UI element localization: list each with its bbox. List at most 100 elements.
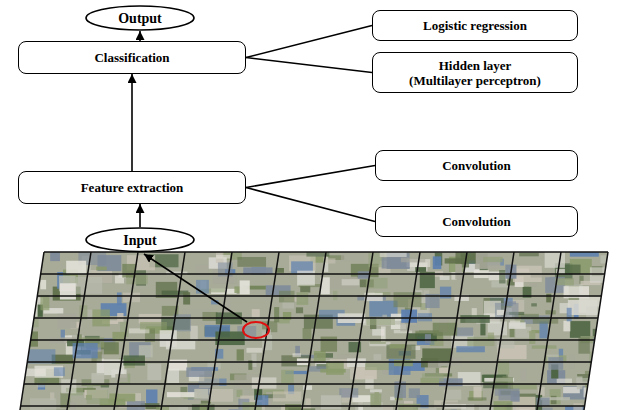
photo-patch: [594, 345, 607, 359]
method-box: Convolution: [375, 206, 578, 237]
photo-patch: [570, 321, 590, 338]
photo-patch: [160, 330, 177, 347]
photo-patch: [196, 280, 209, 294]
photo-patch: [109, 394, 135, 402]
photo-patch: [585, 371, 603, 375]
photo-patch: [557, 379, 572, 383]
photo-patch: [418, 408, 436, 410]
photo-patch: [533, 318, 558, 324]
grid-line: [255, 252, 279, 410]
process-box: Feature extraction: [18, 171, 246, 204]
photo-patch: [252, 377, 277, 388]
photo-patch: [498, 361, 509, 375]
grid-line: [21, 405, 585, 407]
photo-patch: [169, 407, 188, 410]
photo-patch: [555, 278, 574, 285]
aerial-photo: [20, 252, 608, 410]
photo-patch: [186, 367, 212, 376]
photo-patch: [499, 270, 505, 283]
photo-patch: [281, 370, 294, 384]
photo-patch: [529, 283, 538, 287]
node-label: Feature extraction: [81, 180, 184, 195]
grid-line: [443, 252, 467, 410]
photo-patch: [565, 265, 581, 275]
photo-patch: [147, 364, 161, 380]
method-box: Logistic regression: [372, 10, 578, 41]
photo-patch: [96, 267, 106, 271]
photo-patch: [274, 307, 279, 322]
photo-patch: [563, 321, 570, 332]
pointer-arrow: [144, 254, 247, 322]
photo-patch: [483, 257, 502, 262]
photo-patch: [398, 404, 420, 410]
grid-line: [20, 252, 44, 410]
photo-patch: [202, 312, 217, 321]
grid-line: [302, 252, 326, 410]
photo-patch: [612, 342, 626, 345]
connector: [246, 166, 375, 188]
photo-patch: [599, 325, 626, 333]
photo-patch: [568, 300, 597, 315]
photo-patch: [495, 303, 519, 319]
photo-patch: [548, 357, 563, 370]
grid-line: [349, 252, 373, 410]
photo-patch: [456, 346, 485, 352]
photo-patch: [293, 353, 301, 357]
photo-patch: [283, 312, 291, 320]
photo-patch: [460, 315, 489, 323]
photo-patch: [488, 333, 494, 341]
photo-patch: [401, 257, 425, 262]
grid-line: [41, 273, 605, 275]
ellipse-shape: [86, 228, 194, 252]
photo-patch: [350, 367, 364, 379]
photo-patch: [520, 369, 526, 381]
photo-patch: [321, 395, 341, 409]
photo-patch: [531, 303, 537, 306]
node-label: Convolution: [442, 158, 511, 173]
output-ellipse: Output: [85, 5, 195, 31]
photo-patch: [358, 271, 370, 278]
photo-patch: [433, 256, 442, 269]
photo-patch: [297, 292, 309, 304]
photo-patch: [54, 367, 65, 376]
photo-patch: [545, 310, 555, 314]
photo-patch: [594, 400, 611, 405]
photo-patch: [589, 402, 610, 410]
photo-patch: [76, 277, 102, 294]
node-label: Input: [123, 233, 156, 248]
photo-patch: [246, 348, 262, 353]
photo-patch: [509, 322, 526, 328]
connector: [139, 31, 141, 41]
photo-patch: [608, 268, 616, 282]
photo-patch: [456, 327, 473, 336]
connector: [246, 58, 372, 73]
photo-patch: [418, 313, 432, 321]
highlight-circle: [243, 322, 269, 338]
connector: [131, 74, 133, 171]
photo-patch: [146, 390, 157, 406]
photo-patch: [167, 392, 197, 397]
photo-patch: [305, 398, 310, 410]
photo-patch: [374, 354, 382, 360]
photo-patch: [66, 261, 86, 274]
grid-line: [114, 252, 138, 410]
photo-patch: [60, 283, 76, 299]
photo-patch: [588, 387, 611, 400]
photo-patch: [539, 321, 547, 338]
photo-patch: [546, 294, 551, 303]
grid-line: [490, 252, 514, 410]
photo-patch: [589, 397, 602, 409]
node-label: Hidden layer (Multilayer perceptron): [409, 58, 541, 88]
photo-patch: [123, 355, 145, 365]
photo-patch: [87, 390, 108, 404]
photo-patch: [602, 372, 607, 388]
grid-line: [537, 252, 561, 410]
photo-patch: [602, 286, 621, 291]
photo-patch: [339, 388, 358, 397]
photo-patch: [17, 334, 23, 342]
photo-patch: [598, 359, 614, 372]
photo-patch: [342, 279, 360, 285]
photo-patch: [598, 350, 606, 363]
photo-patch: [326, 258, 336, 263]
